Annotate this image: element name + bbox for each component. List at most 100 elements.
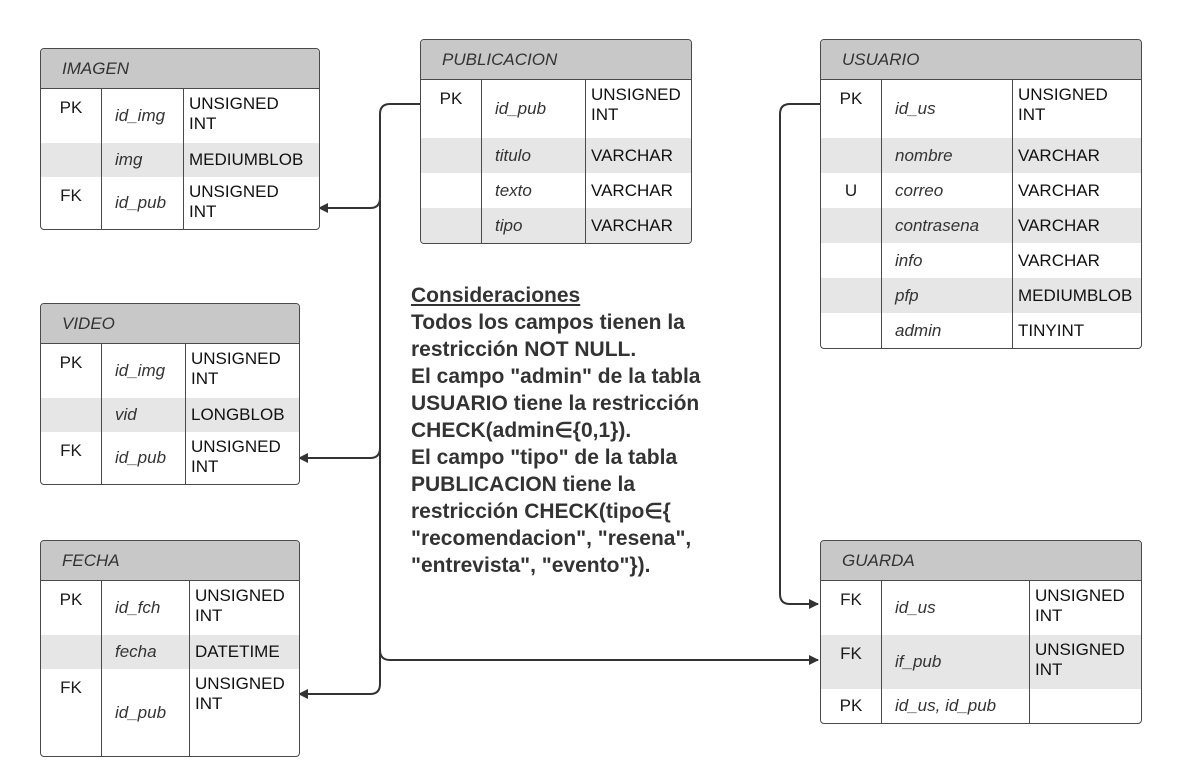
field-type: MEDIUMBLOB bbox=[189, 150, 304, 169]
entity-title: USUARIO bbox=[821, 40, 1141, 80]
field-type: VARCHAR bbox=[591, 180, 673, 200]
column-divider bbox=[189, 581, 190, 756]
field-type: UNSIGNED INT bbox=[189, 182, 279, 221]
connector-publicacion-fecha bbox=[298, 440, 381, 699]
field-type: UNSIGNED INT bbox=[591, 85, 681, 124]
entity-title: IMAGEN bbox=[41, 49, 319, 89]
field-type: LONGBLOB bbox=[191, 405, 285, 424]
field-row: admin TINYINT bbox=[821, 313, 1141, 348]
note-admin-check: El campo "admin" de la tabla USUARIO tie… bbox=[411, 365, 701, 442]
note-tipo-check: El campo "tipo" de la tabla PUBLICACION … bbox=[411, 446, 692, 577]
column-divider bbox=[881, 581, 882, 723]
field-name: admin bbox=[895, 321, 942, 340]
field-key bbox=[41, 143, 101, 177]
field-key bbox=[821, 278, 881, 313]
column-divider bbox=[101, 344, 102, 484]
field-row: PK id_pub UNSIGNED INT bbox=[421, 80, 691, 138]
considerations-title: Consideraciones bbox=[411, 284, 581, 307]
field-type: UNSIGNED INT bbox=[191, 349, 281, 388]
field-key: PK bbox=[59, 353, 83, 372]
field-row: PK id_us, id_pub bbox=[821, 689, 1141, 723]
field-key bbox=[821, 243, 881, 278]
column-divider bbox=[183, 89, 184, 229]
field-name: id_us bbox=[895, 99, 936, 118]
field-key: FK bbox=[840, 644, 862, 663]
entity-title: PUBLICACION bbox=[421, 40, 691, 80]
field-name: id_fch bbox=[115, 598, 161, 617]
field-row: titulo VARCHAR bbox=[421, 138, 691, 173]
field-name: id_pub bbox=[115, 703, 167, 722]
field-key: U bbox=[844, 181, 858, 200]
column-divider bbox=[101, 581, 102, 756]
field-key bbox=[421, 173, 481, 208]
field-type: UNSIGNED INT bbox=[1035, 586, 1125, 625]
field-type: MEDIUMBLOB bbox=[1018, 285, 1133, 305]
column-divider bbox=[185, 344, 186, 484]
column-divider bbox=[101, 89, 102, 229]
field-type: VARCHAR bbox=[591, 145, 673, 165]
column-divider bbox=[881, 80, 882, 348]
field-name: pfp bbox=[895, 286, 919, 305]
field-key: PK bbox=[839, 696, 863, 715]
field-row: pfp MEDIUMBLOB bbox=[821, 278, 1141, 313]
field-name: img bbox=[115, 150, 143, 169]
field-key: FK bbox=[60, 678, 82, 697]
field-name: correo bbox=[895, 181, 944, 200]
field-key bbox=[41, 398, 101, 432]
field-name: id_img bbox=[115, 361, 166, 380]
field-name: id_us bbox=[895, 598, 936, 617]
field-type bbox=[1029, 689, 1141, 723]
entity-title: FECHA bbox=[41, 541, 299, 581]
field-row: vid LONGBLOB bbox=[41, 398, 299, 432]
field-type: UNSIGNED INT bbox=[1035, 640, 1125, 679]
field-type: UNSIGNED INT bbox=[1018, 85, 1108, 124]
field-name: vid bbox=[115, 405, 137, 424]
field-row: FK if_pub UNSIGNED INT bbox=[821, 635, 1141, 689]
field-type: UNSIGNED INT bbox=[195, 586, 285, 625]
connector-usuario-guarda bbox=[779, 103, 820, 609]
field-type: UNSIGNED INT bbox=[195, 674, 285, 713]
connector-publicacion-guarda bbox=[379, 640, 819, 665]
field-name: id_us, id_pub bbox=[895, 696, 997, 715]
field-type: TINYINT bbox=[1018, 320, 1085, 340]
field-name: if_pub bbox=[895, 652, 942, 671]
field-name: id_pub bbox=[115, 193, 167, 212]
column-divider bbox=[1029, 581, 1030, 723]
field-key bbox=[821, 313, 881, 348]
field-type: VARCHAR bbox=[1018, 215, 1100, 235]
field-row: FK id_pub UNSIGNED INT bbox=[41, 669, 299, 756]
considerations-note: Consideraciones Todos los campos tienen … bbox=[411, 282, 771, 579]
field-key: PK bbox=[439, 89, 463, 108]
field-name: fecha bbox=[115, 642, 157, 661]
field-key: PK bbox=[59, 98, 83, 117]
field-key bbox=[41, 635, 101, 669]
field-type: UNSIGNED INT bbox=[189, 94, 279, 133]
field-name: titulo bbox=[495, 146, 531, 165]
field-name: id_pub bbox=[495, 99, 547, 118]
field-type: VARCHAR bbox=[591, 215, 673, 235]
column-divider bbox=[481, 80, 482, 243]
connector-publicacion-imagen bbox=[318, 103, 420, 213]
field-key bbox=[421, 138, 481, 173]
column-divider bbox=[1012, 80, 1013, 348]
field-name: info bbox=[895, 251, 923, 270]
field-key: FK bbox=[60, 441, 82, 460]
field-key bbox=[821, 208, 881, 243]
